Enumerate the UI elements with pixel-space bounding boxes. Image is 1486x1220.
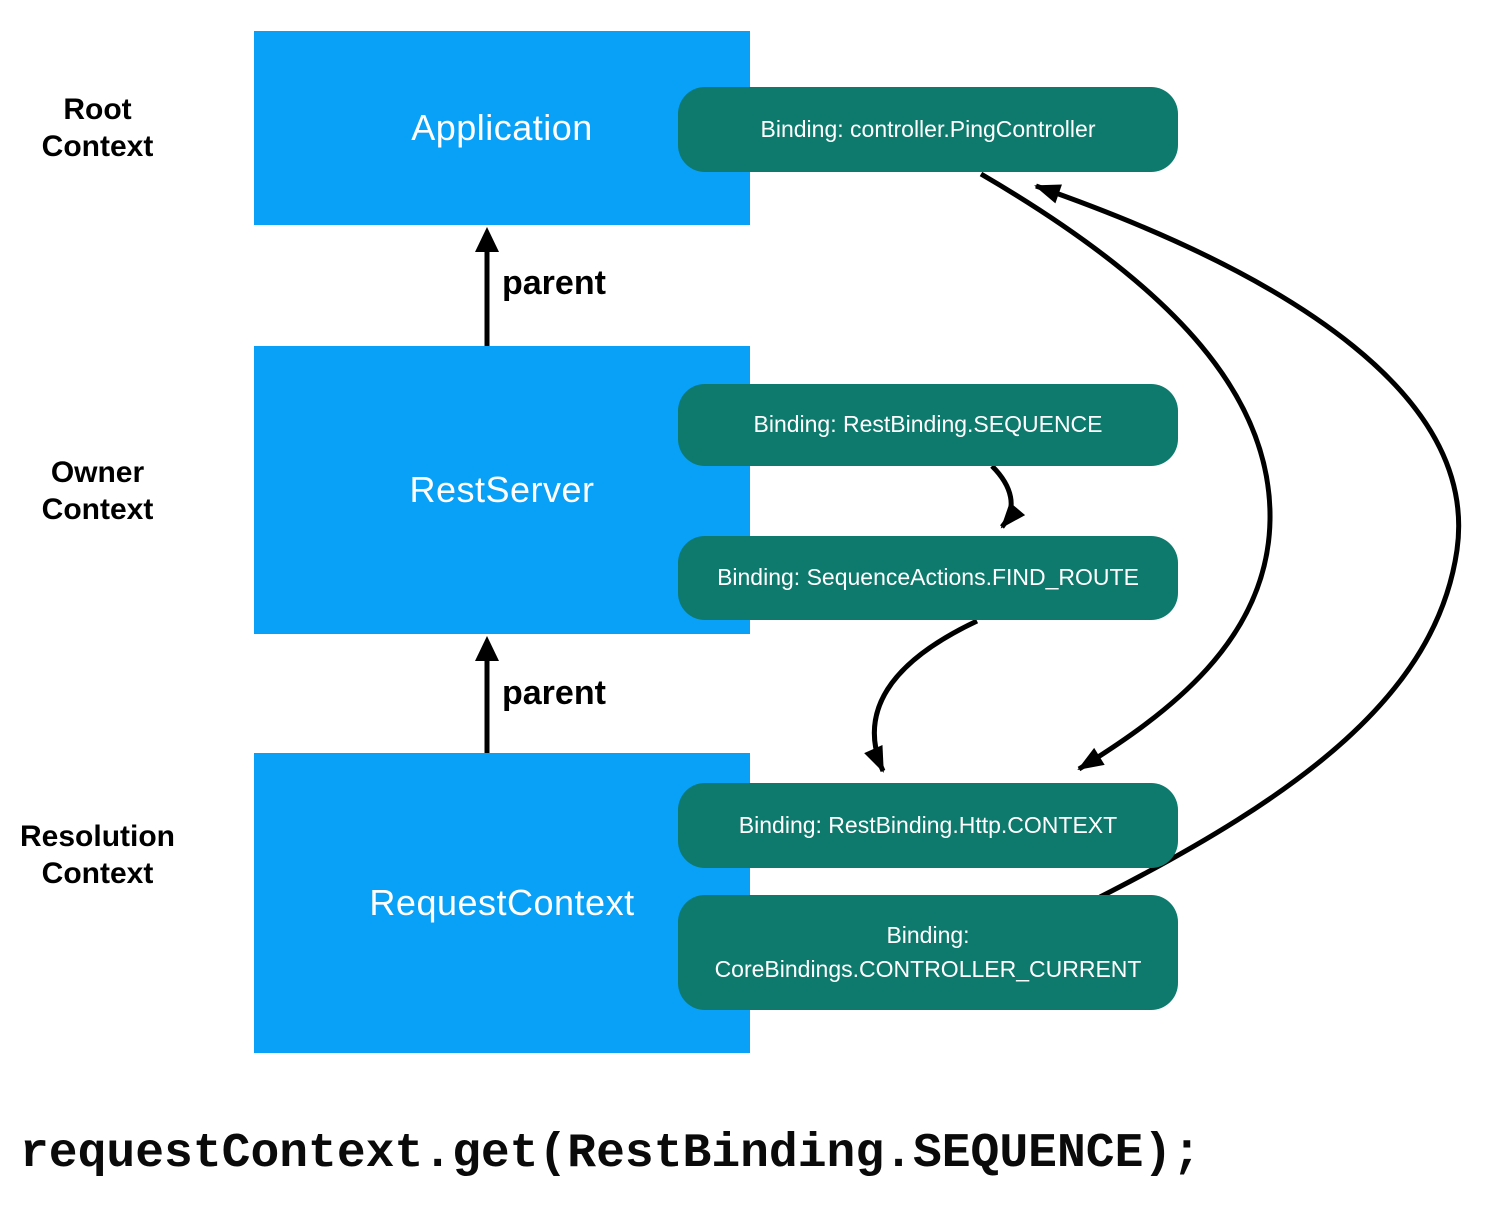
edge-findroute-to-httpcontext: [864, 618, 979, 773]
row-label-line: Context: [41, 493, 154, 526]
context-box-restserver: RestServer: [254, 346, 750, 634]
row-label-resolution-context: Resolution Context: [0, 818, 195, 892]
row-label-root-context: Root Context: [0, 91, 195, 165]
binding-pill-sequence: Binding: RestBinding.SEQUENCE: [678, 384, 1178, 466]
parent-edge-label: parent: [502, 264, 606, 302]
binding-pill-httpcontext: Binding: RestBinding.Http.CONTEXT: [678, 783, 1178, 868]
parent-arrow-requestcontext-to-restserver: [475, 636, 499, 763]
binding-pill-controllercurrent: Binding: CoreBindings.CONTROLLER_CURRENT: [678, 895, 1178, 1010]
context-box-label: Application: [411, 107, 593, 148]
binding-pill-label: Binding: SequenceActions.FIND_ROUTE: [717, 564, 1139, 591]
edge-sequence-to-findroute: [990, 464, 1026, 529]
binding-pill-label: Binding: RestBinding.Http.CONTEXT: [738, 811, 1118, 838]
context-box-label: RestServer: [409, 469, 595, 510]
context-box-label: RequestContext: [369, 882, 635, 923]
code-snippet: requestContext.get(RestBinding.SEQUENCE)…: [20, 1127, 1201, 1181]
edge-controllercurrent-to-pingcontroller: [1034, 183, 1462, 900]
binding-pill-pingcontroller: Binding: controller.PingController: [678, 87, 1178, 172]
context-box-requestcontext: RequestContext: [254, 753, 750, 1053]
row-label-line: Owner: [50, 456, 145, 489]
parent-arrow-restserver-to-application: [475, 227, 499, 357]
row-label-owner-context: Owner Context: [0, 454, 195, 528]
parent-edge-label: parent: [502, 674, 606, 712]
binding-pill-findroute: Binding: SequenceActions.FIND_ROUTE: [678, 536, 1178, 620]
binding-pill-label: Binding: CoreBindings.CONTROLLER_CURRENT: [714, 922, 1142, 982]
context-box-application: Application: [254, 31, 750, 225]
binding-pill-label: Binding: controller.PingController: [760, 115, 1096, 142]
row-label-line: Context: [41, 130, 154, 163]
edge-pingcontroller-to-httpcontext: [979, 171, 1273, 772]
row-label-line: Root: [63, 93, 132, 126]
row-label-line: Context: [41, 857, 154, 890]
binding-pill-label: Binding: RestBinding.SEQUENCE: [753, 411, 1103, 438]
row-label-line: Resolution: [20, 820, 175, 853]
